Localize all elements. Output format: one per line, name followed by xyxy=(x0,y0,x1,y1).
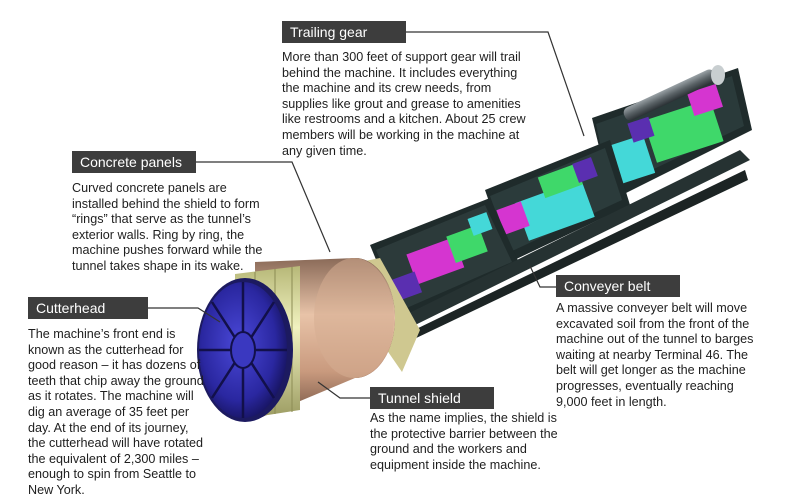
tunnel-shield-title: Tunnel shield xyxy=(370,387,494,409)
cutterhead-art xyxy=(197,278,293,422)
trailing-gear-description: More than 300 feet of support gear will … xyxy=(282,50,526,158)
cutterhead-title: Cutterhead xyxy=(28,297,148,319)
tunnel-shield-description: As the name implies, the shield is the p… xyxy=(370,411,558,472)
cutterhead-description: The machine’s front end is known as the … xyxy=(28,327,204,497)
concrete-panels-description: Curved concrete panels are installed beh… xyxy=(72,181,263,273)
concrete-panels-title: Concrete panels xyxy=(72,151,196,173)
conveyer-belt-title: Conveyer belt xyxy=(556,275,680,297)
leader-lines xyxy=(148,31,585,399)
trailing-gear-title: Trailing gear xyxy=(282,21,406,43)
conveyer-belt-description: A massive conveyer belt will move excava… xyxy=(556,301,754,409)
trailing-gear-art xyxy=(370,65,752,340)
